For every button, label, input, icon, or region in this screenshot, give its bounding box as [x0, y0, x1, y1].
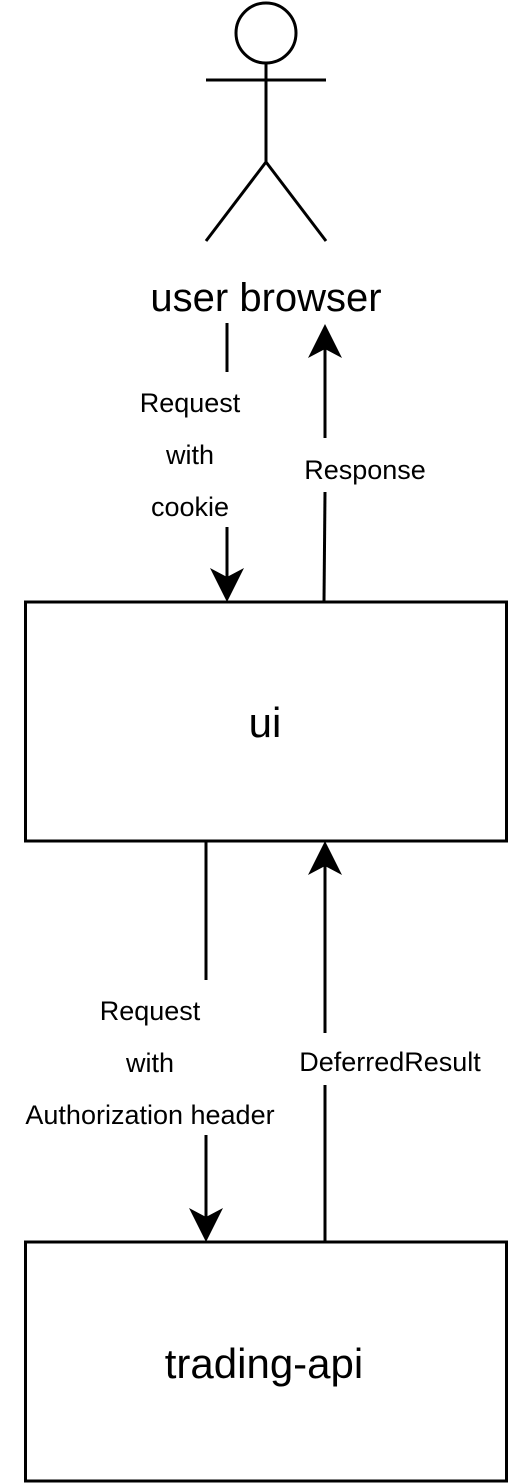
arrowhead-icon [308, 841, 342, 875]
user-browser-actor[interactable] [204, 1, 328, 242]
edge-label-ui-to-api-line-1: Request [100, 996, 201, 1026]
edge-ui-to-api[interactable] [189, 841, 223, 1242]
node-label: ui [249, 699, 282, 746]
actor-left-leg [204, 161, 268, 242]
arrowhead-icon [308, 324, 342, 358]
edge-api-to-ui[interactable] [308, 841, 342, 1242]
arrowhead-icon [210, 568, 244, 602]
edge-label-browser-to-ui-line-2: with [165, 440, 214, 470]
node-trading-api[interactable]: trading-api [24, 1240, 508, 1483]
edge-label-browser-to-ui-line-1: Request [140, 388, 241, 418]
edge-label-api-to-ui: DeferredResult [299, 1047, 481, 1077]
edge-line [322, 491, 327, 603]
actor-right-leg [264, 161, 328, 242]
node-label: trading-api [165, 1340, 363, 1387]
arrowhead-icon [189, 1208, 223, 1242]
edge-label-ui-to-api-line-3: Authorization header [25, 1100, 274, 1130]
edge-browser-to-ui[interactable] [210, 323, 244, 602]
edge-label-ui-to-browser: Response [304, 455, 426, 485]
actor-head [234, 1, 298, 65]
node-ui[interactable]: ui [24, 600, 508, 843]
edge-label-ui-to-api-line-2: with [125, 1048, 174, 1078]
edge-label-browser-to-ui-line-3: cookie [151, 492, 229, 522]
node-box [24, 1240, 508, 1483]
edge-ui-to-browser[interactable] [308, 324, 342, 603]
node-box [24, 600, 508, 843]
actor-label: user browser [150, 276, 381, 320]
